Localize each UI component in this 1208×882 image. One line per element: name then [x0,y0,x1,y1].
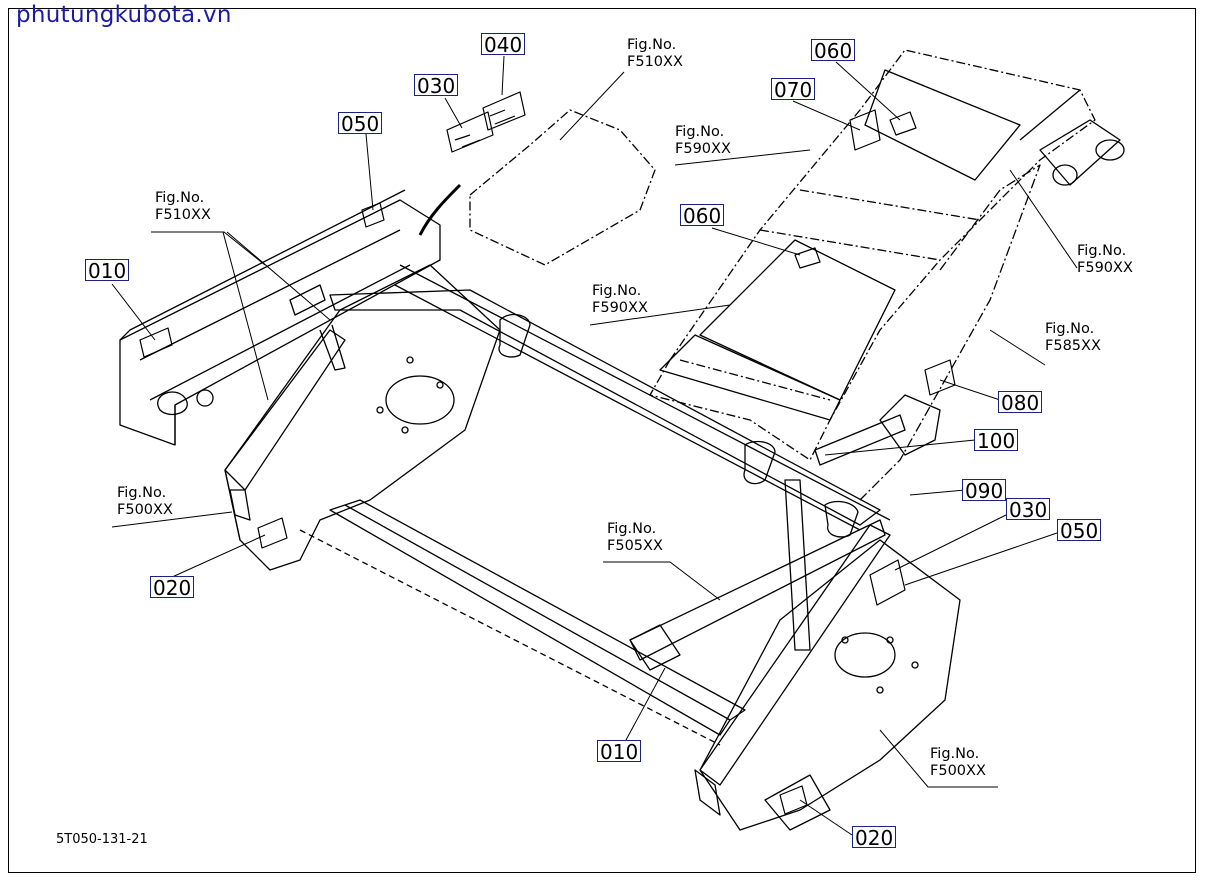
right-frame-plate [699,539,961,831]
figref-f500-bottom[interactable]: Fig.No.F500XX [930,746,986,779]
left-post [224,324,346,521]
callout-100[interactable]: 100 [974,429,1019,452]
callout-090[interactable]: 090 [962,479,1007,502]
callout-060-top[interactable]: 060 [811,39,856,62]
figref-f510-left[interactable]: Fig.No.F510XX [155,190,211,223]
top-cover-frame [649,49,1096,461]
leader-lines [111,55,1078,836]
callout-020-left[interactable]: 020 [150,576,195,599]
callout-040[interactable]: 040 [481,33,526,56]
upper-cross-beam [329,264,891,538]
figref-f585[interactable]: Fig.No.F585XX [1045,321,1101,354]
right-bracket [814,394,941,466]
top-cover-panel [659,69,1021,421]
figref-f510-top[interactable]: Fig.No.F510XX [627,37,683,70]
lower-cross-beam [299,499,746,746]
callout-020-bottom[interactable]: 020 [852,826,897,849]
decal-labels [139,91,956,815]
callout-030-right[interactable]: 030 [1006,498,1051,521]
figref-f590-center[interactable]: Fig.No.F590XX [592,283,648,316]
callout-060-mid[interactable]: 060 [680,204,725,227]
left-housing [119,189,441,446]
callout-050-right[interactable]: 050 [1057,519,1102,542]
callout-070[interactable]: 070 [771,78,816,101]
figref-f590-right[interactable]: Fig.No.F590XX [1077,243,1133,276]
callout-030-top[interactable]: 030 [414,74,459,97]
callout-010-bottom[interactable]: 010 [597,740,642,763]
callout-050-left[interactable]: 050 [338,112,383,135]
right-pipe-assembly [1019,89,1125,186]
right-post [629,479,891,816]
drawing-frame [8,8,1196,873]
drawing-code: 5T050-131-21 [56,832,148,847]
figref-f500-left[interactable]: Fig.No.F500XX [117,485,173,518]
figref-f505[interactable]: Fig.No.F505XX [607,521,663,554]
site-watermark: phutungkubota.vn [16,2,232,28]
side-frame-f585 [859,164,1041,501]
center-cover [469,109,656,266]
callout-080[interactable]: 080 [998,391,1043,414]
figref-f590-top[interactable]: Fig.No.F590XX [675,124,731,157]
callout-010-left[interactable]: 010 [85,259,130,282]
